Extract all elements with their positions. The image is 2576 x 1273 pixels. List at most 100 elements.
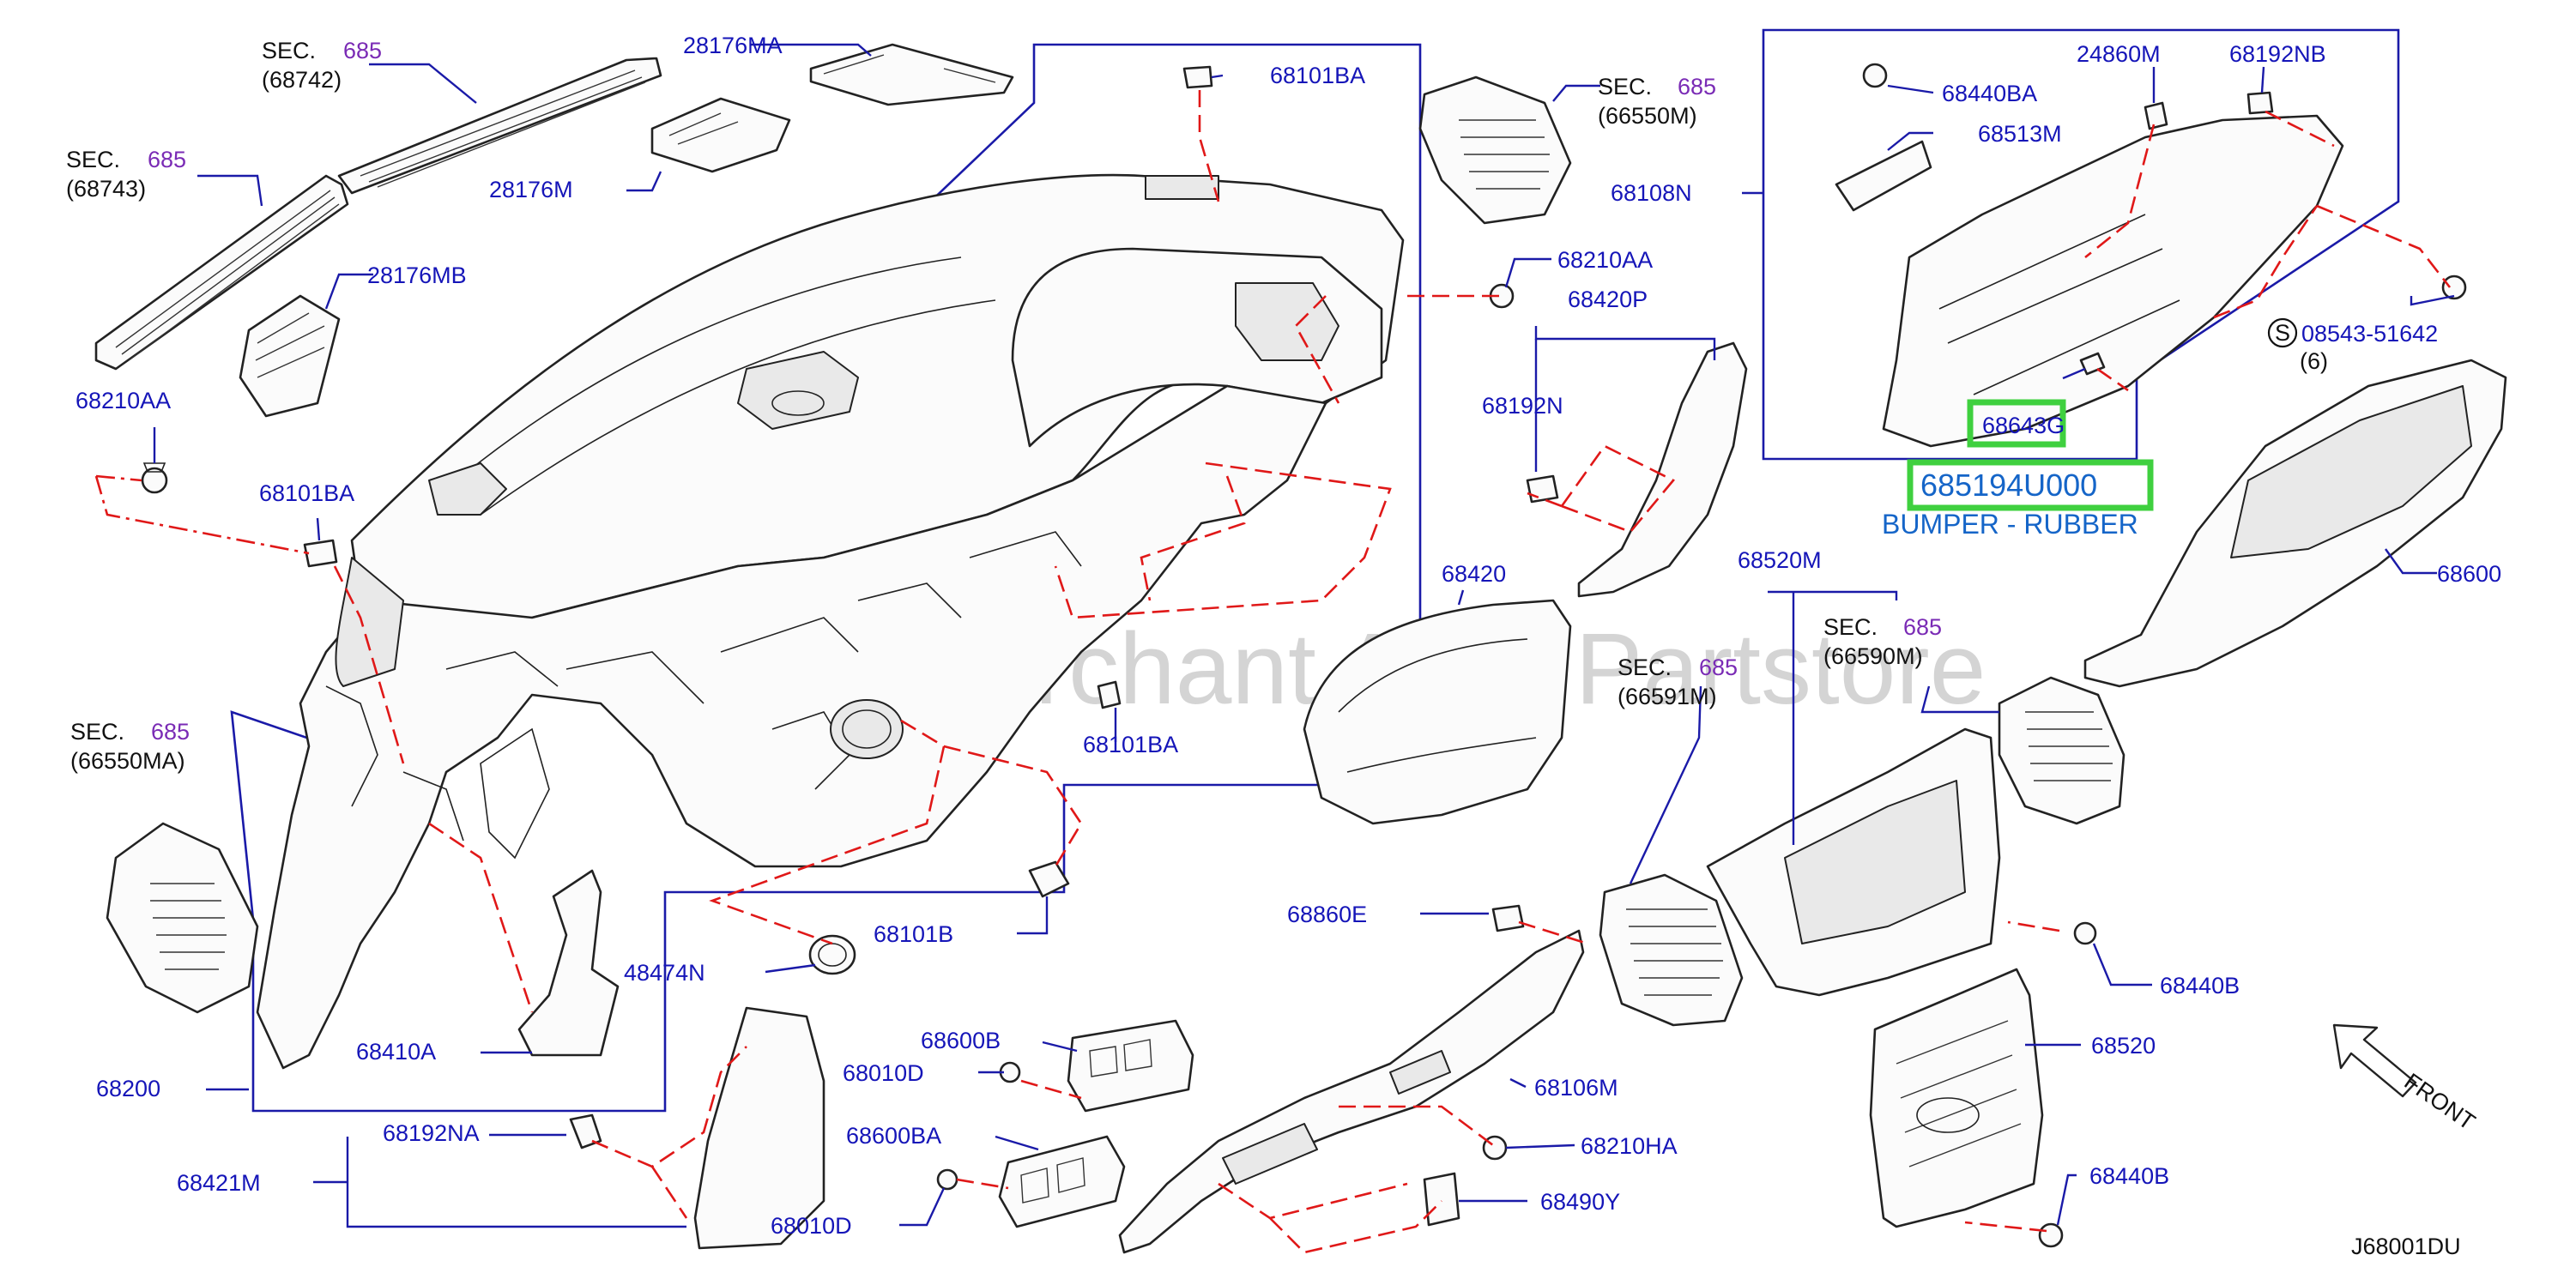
svg-text:685: 685	[1903, 614, 1942, 640]
callout-68410a: 68410A	[356, 1039, 436, 1065]
screw-68440ba	[1862, 63, 1888, 88]
callout-68600b: 68600B	[921, 1028, 1001, 1053]
svg-text:SEC.: SEC.	[1618, 655, 1672, 680]
svg-text:(66590M): (66590M)	[1823, 643, 1923, 669]
callout-68192na: 68192NA	[383, 1120, 480, 1146]
section-ref-66590m: SEC. 685 (66590M)	[1823, 614, 1942, 669]
svg-text:685: 685	[148, 147, 186, 172]
svg-text:SEC.: SEC.	[1598, 74, 1652, 100]
svg-text:(68742): (68742)	[262, 67, 342, 93]
callout-28176ma: 28176MA	[683, 33, 783, 58]
speaker-grille-28176ma	[809, 43, 1014, 106]
clip-68210aa-left	[141, 462, 168, 494]
callout-68101ba-top: 68101BA	[1270, 63, 1365, 88]
svg-text:(66550MA): (66550MA)	[70, 748, 185, 774]
callout-68440b-bottom: 68440B	[2089, 1163, 2169, 1189]
side-vent-66550m	[1418, 75, 1572, 225]
highlighted-part-number: 685194U000	[1920, 468, 2097, 503]
svg-text:(68743): (68743)	[66, 176, 146, 202]
striker-68513m	[1835, 140, 1932, 212]
callout-68101ba-left: 68101BA	[259, 480, 354, 506]
switch-68600b	[1067, 1019, 1194, 1113]
callout-68192n: 68192N	[1482, 393, 1563, 419]
glovebox-lid-68600	[2083, 359, 2507, 688]
clip-68101ba-mid	[1097, 680, 1122, 709]
cluster-lid-68420	[1303, 599, 1572, 825]
callout-68101b: 68101B	[874, 921, 953, 947]
cover-68421m	[693, 1006, 825, 1250]
screw-68440b-bottom	[2038, 1222, 2064, 1248]
s-symbol: S	[2267, 317, 2298, 348]
screw-68010d-bottom	[936, 1168, 958, 1191]
front-label: FRONT	[2400, 1068, 2480, 1135]
leader-lines	[153, 43, 2455, 1228]
screw-68440b-top	[2073, 921, 2097, 945]
clip-68192n	[1526, 474, 1559, 504]
diagram-code: J68001DU	[2351, 1234, 2461, 1259]
callout-68600: 68600	[2437, 561, 2501, 587]
section-ref-66591m: SEC. 685 (66591M)	[1618, 655, 1738, 709]
speaker-grille-28176m	[650, 97, 791, 173]
screw-08543-51642	[2441, 275, 2467, 300]
callout-68192nb: 68192NB	[2229, 41, 2326, 67]
callout-28176mb: 28176MB	[367, 262, 467, 288]
callout-68210aa-right: 68210AA	[1557, 247, 1653, 273]
lamp-24860m	[2144, 101, 2168, 130]
ring-48474n	[808, 934, 856, 975]
glovebox-inner-68108n	[1882, 114, 2344, 448]
svg-text:685: 685	[1699, 655, 1738, 680]
control-panel-68520	[1869, 968, 2044, 1228]
section-ref-68743: SEC. 685 (68743)	[66, 147, 186, 202]
defroster-grille-68743	[94, 174, 349, 371]
clip-68192na	[569, 1113, 602, 1149]
dashed-assembly-lines	[94, 90, 2452, 1254]
svg-text:685: 685	[1678, 74, 1716, 100]
callout-48474n: 48474N	[624, 960, 705, 986]
callout-68101ba-mid: 68101BA	[1083, 732, 1178, 757]
callout-08543-qty: (6)	[2300, 348, 2328, 374]
callout-68490y: 68490Y	[1540, 1189, 1620, 1215]
callout-68513m: 68513M	[1978, 121, 2062, 147]
callout-68108n: 68108N	[1611, 180, 1692, 206]
callout-24860m: 24860M	[2077, 41, 2161, 67]
highlighted-callout-68643g[interactable]: 68643G	[1967, 399, 2066, 448]
callout-68420: 68420	[1442, 561, 1506, 587]
svg-text:SEC.: SEC.	[1823, 614, 1878, 640]
svg-text:685: 685	[151, 719, 190, 745]
finisher-68106m	[1118, 929, 1585, 1254]
block-68490y	[1423, 1172, 1460, 1227]
speaker-grille-28176mb	[239, 294, 341, 418]
clip-68192nb	[2246, 91, 2274, 115]
center-vent-66591m	[1599, 873, 1744, 1027]
section-ref-66550m: SEC. 685 (66550M)	[1598, 74, 1716, 129]
callout-68010d-bottom: 68010D	[771, 1213, 852, 1239]
callout-68600ba: 68600BA	[846, 1123, 941, 1149]
clip-68101ba-left	[303, 539, 338, 568]
svg-text:SEC.: SEC.	[66, 147, 120, 172]
svg-text:S: S	[2275, 320, 2290, 346]
center-vent-66590m	[1998, 676, 2126, 825]
callout-68210ha: 68210HA	[1581, 1133, 1678, 1159]
callout-68420p: 68420P	[1568, 287, 1648, 312]
callout-68200: 68200	[96, 1076, 160, 1101]
svg-text:68643G: 68643G	[1982, 413, 2065, 438]
center-bezel-68520m	[1706, 727, 2001, 997]
clip-68101b	[1028, 860, 1070, 898]
section-ref-66550ma: SEC. 685 (66550MA)	[70, 719, 190, 774]
defroster-grille-68742	[337, 57, 662, 195]
svg-text:SEC.: SEC.	[262, 38, 316, 63]
front-direction-arrow: FRONT	[2332, 1023, 2480, 1135]
callout-68010d-top: 68010D	[843, 1060, 924, 1086]
highlighted-part-number-box[interactable]: 685194U000	[1907, 459, 2154, 511]
callout-68440ba: 68440BA	[1942, 81, 2037, 106]
svg-text:685: 685	[343, 38, 382, 63]
switch-68600ba	[998, 1135, 1126, 1228]
highlighted-part-description: BUMPER - RUBBER	[1882, 509, 2138, 540]
callout-68210aa-left: 68210AA	[76, 388, 171, 413]
svg-text:(66591M): (66591M)	[1618, 684, 1717, 709]
section-ref-68742: SEC. 685 (68742)	[262, 38, 382, 93]
finisher-68420p	[1577, 341, 1748, 598]
callout-68421m: 68421M	[177, 1170, 261, 1196]
clip-68101ba-top	[1182, 65, 1213, 89]
